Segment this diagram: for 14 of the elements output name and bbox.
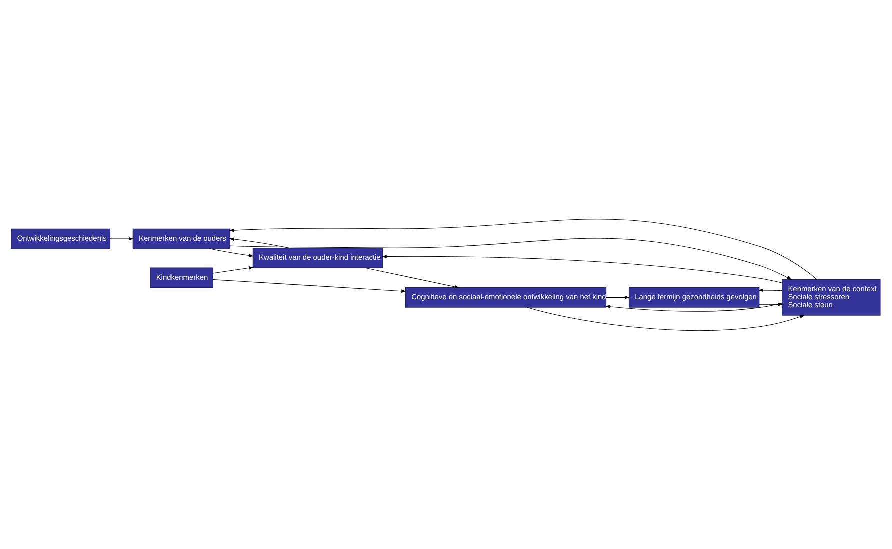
arrow — [365, 267, 460, 288]
arrow — [210, 248, 254, 257]
arrow — [212, 279, 406, 293]
arrow — [758, 288, 783, 292]
arrow — [759, 302, 784, 306]
arrow — [230, 238, 792, 280]
arrow — [527, 306, 805, 331]
arrow — [110, 236, 134, 240]
arrow — [212, 266, 254, 274]
arrow — [382, 254, 782, 283]
arrow — [229, 237, 290, 248]
arrow — [229, 218, 818, 280]
arrow — [606, 296, 630, 299]
arrow — [606, 302, 782, 312]
